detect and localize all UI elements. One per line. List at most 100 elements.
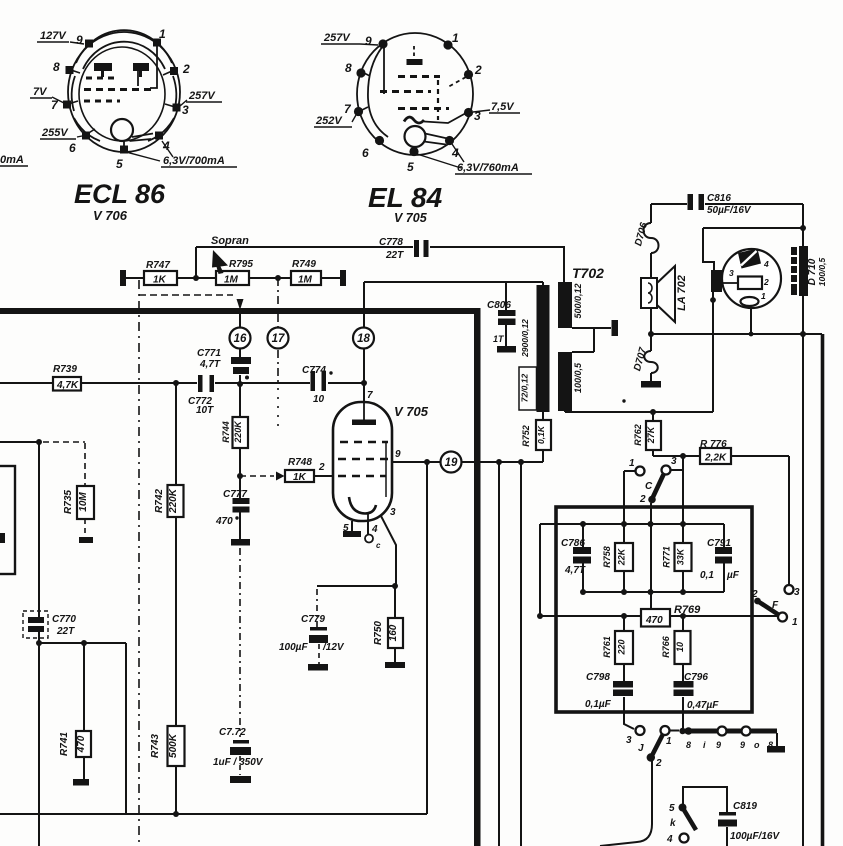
svg-text:1uF / 350V: 1uF / 350V <box>213 757 264 768</box>
svg-text:470: 470 <box>645 615 663 626</box>
svg-text:5: 5 <box>343 523 349 534</box>
svg-text:2: 2 <box>763 277 769 287</box>
svg-text:C798: C798 <box>586 672 610 683</box>
svg-text:10T: 10T <box>196 405 214 416</box>
svg-text:2900/0,12: 2900/0,12 <box>520 319 530 358</box>
svg-text:4: 4 <box>763 259 769 269</box>
svg-text:C777: C777 <box>223 489 247 500</box>
svg-text:9: 9 <box>395 449 401 460</box>
svg-text:2: 2 <box>751 589 758 600</box>
svg-text:C816: C816 <box>707 193 731 204</box>
svg-text:7: 7 <box>51 98 59 112</box>
svg-text:0,1µF: 0,1µF <box>585 699 612 710</box>
svg-text:F: F <box>772 600 779 611</box>
svg-text:V 705: V 705 <box>394 211 428 225</box>
svg-text:8: 8 <box>345 61 352 75</box>
svg-text:252V: 252V <box>315 115 343 127</box>
svg-text:1: 1 <box>452 31 459 45</box>
svg-text:i: i <box>703 740 706 750</box>
svg-text:3: 3 <box>626 735 632 746</box>
svg-text:1: 1 <box>761 291 766 301</box>
svg-text:10M: 10M <box>78 492 89 512</box>
svg-text:5: 5 <box>407 160 414 174</box>
svg-text:R750: R750 <box>373 621 384 645</box>
svg-text:9: 9 <box>716 740 721 750</box>
svg-text:1T: 1T <box>493 334 505 344</box>
svg-text:R795: R795 <box>229 259 253 270</box>
svg-text:C786: C786 <box>561 538 585 549</box>
svg-text:R744: R744 <box>221 421 231 443</box>
svg-text:R743: R743 <box>150 734 161 758</box>
svg-text:3: 3 <box>729 268 734 278</box>
svg-text:C: C <box>645 481 653 492</box>
svg-text:50µF/16V: 50µF/16V <box>707 205 752 216</box>
svg-text:4: 4 <box>371 524 378 535</box>
svg-text:160: 160 <box>388 624 399 641</box>
svg-text:4,7T: 4,7T <box>199 359 221 370</box>
svg-text:ECL 86: ECL 86 <box>74 179 166 209</box>
svg-text:R758: R758 <box>602 546 612 568</box>
svg-text:3: 3 <box>474 109 481 123</box>
svg-text:V 706: V 706 <box>93 208 128 223</box>
svg-text:7,5V: 7,5V <box>491 101 515 113</box>
svg-text:7: 7 <box>344 102 352 116</box>
svg-text:7V: 7V <box>33 86 48 98</box>
svg-text:R769: R769 <box>674 604 701 616</box>
svg-text:C796: C796 <box>684 672 708 683</box>
svg-text:72/0,12: 72/0,12 <box>520 374 530 403</box>
svg-text:127V: 127V <box>40 30 67 42</box>
svg-text:220K: 220K <box>168 488 179 514</box>
svg-text:/12V: /12V <box>322 642 345 653</box>
svg-text:0,1: 0,1 <box>700 570 714 581</box>
svg-text:6,3V/700mA: 6,3V/700mA <box>163 155 225 167</box>
svg-text:3: 3 <box>390 507 396 518</box>
svg-text:R752: R752 <box>521 425 531 447</box>
svg-text:7: 7 <box>367 390 373 401</box>
svg-text:470: 470 <box>76 735 87 753</box>
svg-text:18: 18 <box>357 333 370 345</box>
svg-text:100µF/16V: 100µF/16V <box>730 831 780 842</box>
svg-text:500/0,12: 500/0,12 <box>573 283 583 318</box>
svg-text:C819: C819 <box>733 801 757 812</box>
svg-text:17: 17 <box>272 333 285 345</box>
svg-text:R747: R747 <box>146 260 170 271</box>
svg-text:1: 1 <box>629 458 635 469</box>
svg-text:C791: C791 <box>707 538 731 549</box>
svg-text:V 705: V 705 <box>394 404 429 419</box>
svg-text:µF: µF <box>726 570 740 581</box>
svg-text:R761: R761 <box>602 636 612 658</box>
svg-text:1K: 1K <box>153 275 167 286</box>
svg-text:1: 1 <box>666 736 672 747</box>
svg-text:5: 5 <box>116 157 123 171</box>
svg-text:9: 9 <box>740 740 745 750</box>
svg-text:33K: 33K <box>676 547 686 565</box>
svg-text:6: 6 <box>69 141 76 155</box>
svg-text:10: 10 <box>313 394 325 405</box>
svg-text:3: 3 <box>182 103 189 117</box>
svg-text:C770: C770 <box>52 614 76 625</box>
svg-text:9: 9 <box>365 34 372 48</box>
svg-text:R735: R735 <box>63 490 74 514</box>
svg-text:R748: R748 <box>288 457 312 468</box>
svg-text:2,2K: 2,2K <box>704 453 727 464</box>
svg-text:22K: 22K <box>617 547 627 566</box>
svg-text:2: 2 <box>655 758 662 769</box>
svg-text:1M: 1M <box>298 275 313 286</box>
svg-text:257V: 257V <box>188 90 216 102</box>
svg-text:22T: 22T <box>385 250 404 261</box>
svg-text:22T: 22T <box>56 626 75 637</box>
svg-text:R766: R766 <box>661 635 671 658</box>
svg-text:6,3V/760mA: 6,3V/760mA <box>457 162 519 174</box>
svg-text:C778: C778 <box>379 237 403 248</box>
svg-text:c: c <box>376 541 381 550</box>
svg-text:500K: 500K <box>168 733 179 758</box>
svg-text:0,1K: 0,1K <box>536 425 546 444</box>
svg-text:1: 1 <box>159 27 166 41</box>
svg-text:4: 4 <box>162 139 170 153</box>
svg-text:8: 8 <box>768 740 773 750</box>
svg-text:5: 5 <box>669 803 675 814</box>
svg-text:R771: R771 <box>662 546 672 568</box>
svg-text:o: o <box>754 740 760 750</box>
svg-text:C774: C774 <box>302 365 326 376</box>
svg-text:4,7K: 4,7K <box>56 380 79 391</box>
